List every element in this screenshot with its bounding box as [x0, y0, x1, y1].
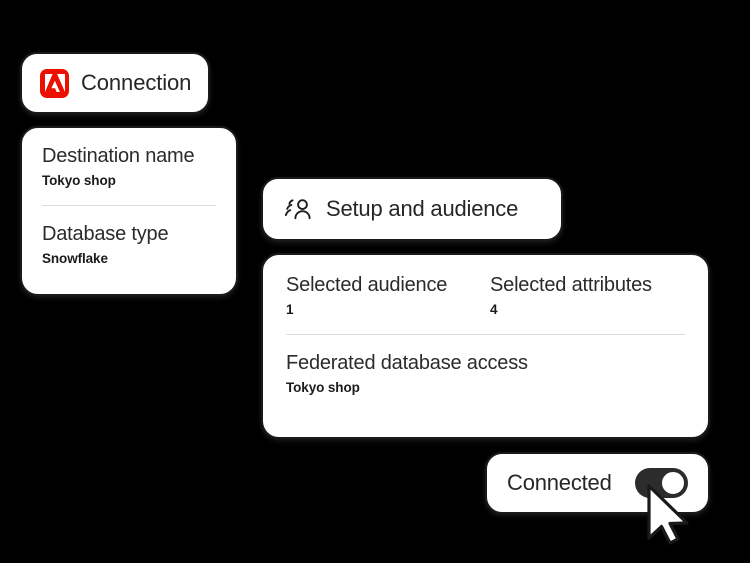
connected-label: Connected — [507, 470, 612, 495]
destination-name-value: Tokyo shop — [42, 173, 116, 188]
selected-attributes-stat: Selected attributes 4 — [490, 273, 652, 317]
destination-name-label: Destination name — [42, 145, 195, 167]
stats-row: Selected audience 1 Selected attributes … — [286, 273, 685, 317]
destination-card: Destination name Tokyo shop Database typ… — [20, 126, 238, 296]
audience-details-card: Selected audience 1 Selected attributes … — [261, 253, 710, 439]
selected-attributes-label: Selected attributes — [490, 274, 652, 296]
setup-and-audience-card[interactable]: Setup and audience — [261, 177, 563, 241]
adobe-logo-icon — [40, 68, 69, 98]
database-type-field: Database type Snowflake — [42, 222, 216, 266]
federated-database-access-value: Tokyo shop — [286, 380, 360, 395]
database-type-value: Snowflake — [42, 251, 108, 266]
selected-attributes-value: 4 — [490, 302, 498, 317]
selected-audience-value: 1 — [286, 302, 294, 317]
federated-database-access-label: Federated database access — [286, 352, 528, 374]
connected-card[interactable]: Connected — [485, 452, 710, 514]
destination-name-field: Destination name Tokyo shop — [42, 144, 216, 188]
connection-card[interactable]: Connection — [20, 52, 210, 114]
audience-icon — [283, 194, 313, 224]
toggle-switch-icon[interactable] — [635, 468, 688, 498]
selected-audience-stat: Selected audience 1 — [286, 273, 490, 317]
selected-audience-label: Selected audience — [286, 274, 448, 296]
connection-label: Connection — [81, 70, 192, 95]
database-type-label: Database type — [42, 223, 169, 245]
details-divider — [286, 334, 685, 335]
toggle-knob — [661, 471, 685, 495]
destination-divider — [42, 205, 216, 206]
setup-and-audience-label: Setup and audience — [326, 196, 519, 221]
federated-database-access-field: Federated database access Tokyo shop — [286, 351, 685, 395]
